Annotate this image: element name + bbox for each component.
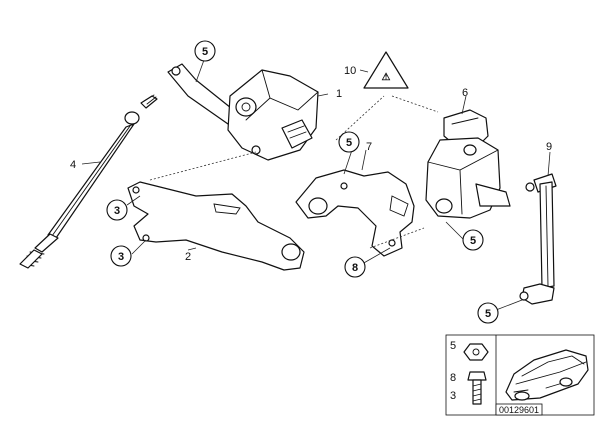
inset-label-3: 3 [450,390,456,402]
inset-label-8: 8 [450,372,456,384]
callout-3b: 3 [110,245,132,267]
label-part-7: 7 [366,141,372,153]
label-part-10: 10 [344,65,356,77]
callout-5c: 5 [462,229,484,251]
inset-panel: 5 8 3 00129601 [445,334,595,416]
label-part-1: 1 [336,88,342,100]
callout-5b: 5 [338,131,360,153]
svg-text:5: 5 [202,46,208,58]
svg-text:⚠: ⚠ [382,72,391,83]
coupling-rod-part-4 [19,94,158,269]
callout-3a: 3 [106,199,128,221]
svg-text:3: 3 [118,251,124,263]
bolt-icon [467,371,487,405]
bracket-part-7 [295,169,415,257]
svg-text:5: 5 [485,308,491,320]
level-sensor-part-6 [425,109,511,219]
svg-text:3: 3 [114,205,120,217]
bracket-part-2 [127,181,305,271]
label-part-9: 9 [546,141,552,153]
coupling-rod-part-9 [519,173,557,305]
inset-reference-number: 00129601 [499,405,539,415]
level-sensor-part-1 [227,69,319,161]
warning-triangle-part-10: ⚠ [363,51,409,89]
svg-text:8: 8 [352,262,358,274]
sensor-lever-arm [167,63,237,125]
label-part-6: 6 [462,87,468,99]
label-part-4: 4 [70,159,76,171]
svg-text:5: 5 [470,235,476,247]
callout-5d: 5 [477,302,499,324]
svg-text:5: 5 [346,137,352,149]
car-icon [505,349,589,401]
nut-icon [463,343,489,361]
callout-8: 8 [344,256,366,278]
inset-label-5: 5 [450,340,456,352]
callout-5a: 5 [194,40,216,62]
label-part-2: 2 [185,251,191,263]
leader-lines [81,59,551,311]
